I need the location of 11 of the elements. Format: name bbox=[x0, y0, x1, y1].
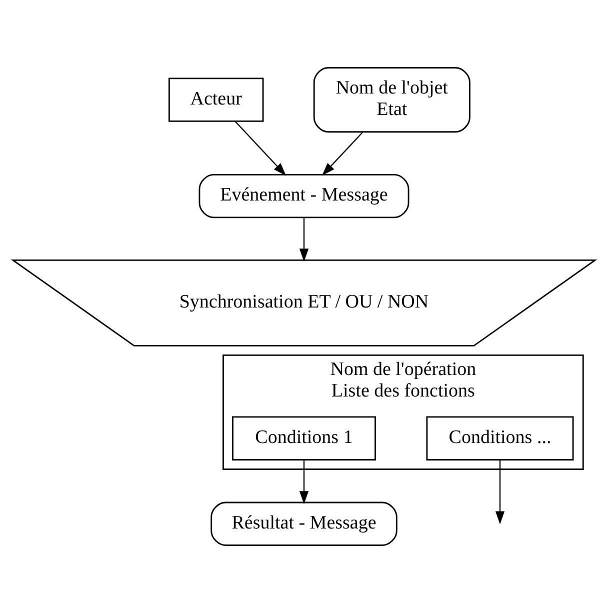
node-box: Acteur bbox=[168, 77, 264, 122]
arrow bbox=[322, 131, 364, 176]
node-box: Résultat - Message bbox=[210, 501, 398, 546]
arrow bbox=[234, 120, 286, 176]
arrow bbox=[299, 460, 309, 504]
node-box: Conditions 1 bbox=[232, 416, 376, 460]
node-box: Conditions ... bbox=[426, 416, 574, 460]
node-box: Evénement - Message bbox=[198, 173, 410, 218]
node-box: Nom de l'objet Etat bbox=[313, 66, 470, 132]
arrow bbox=[299, 217, 309, 262]
arrow bbox=[495, 460, 505, 524]
